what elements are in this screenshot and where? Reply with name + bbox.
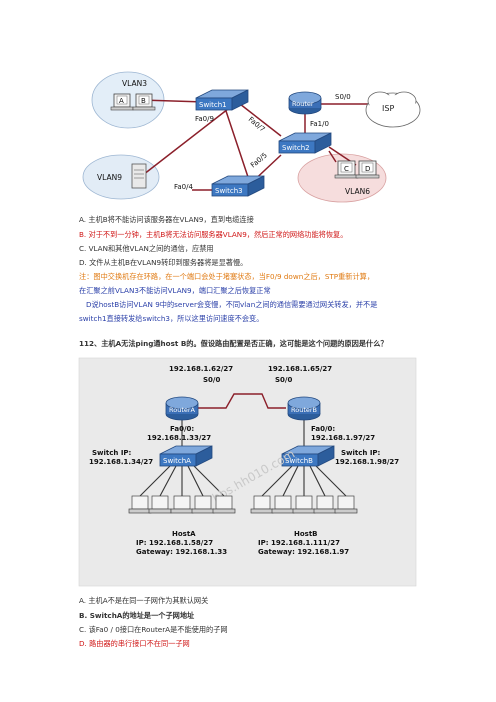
switch1-label: Switch1: [199, 101, 227, 109]
routerB-fa00-label: Fa0/0:: [311, 425, 335, 433]
routerA-fa00-label: Fa0/0:: [170, 425, 194, 433]
switchB-ip-label: Switch IP:: [341, 449, 381, 457]
routerA-s00-label: S0/0: [203, 376, 220, 384]
q1-answer-c: C. VLAN和其他VLAN之间的通信，应禁用: [79, 244, 214, 253]
q1-note-line3: D说hostB访问VLAN 9中的server会变慢，不同vlan之间的通信需要…: [86, 300, 378, 309]
host-c-icon: [334, 160, 359, 179]
hostA-ip: IP: 192.168.1.58/27: [136, 539, 213, 547]
port-fa07-label: Fa0/7: [247, 115, 267, 133]
network-diagram-1: ISP A B VLAN3 Switch1 Fa0/9 Fa0/7 Router…: [82, 71, 421, 203]
switchA-ip: 192.168.1.34/27: [89, 458, 153, 466]
vlan3-label: VLAN3: [122, 79, 147, 88]
switch2-label: Switch2: [282, 144, 310, 152]
port-s00-label: S0/0: [335, 93, 351, 101]
q1-answer-a: A. 主机B将不能访问该服务器在VLAN9，直到电缆连接: [79, 215, 254, 224]
switchA-ip-label: Switch IP:: [92, 449, 132, 457]
switchA-label: SwitchA: [163, 457, 191, 465]
host-a-label: A: [119, 97, 124, 105]
routerA-fa00-ip: 192.168.1.33/27: [147, 434, 211, 442]
q1-answer-d: D. 文件从主机B在VLAN9转印到服务器将是显著慢。: [79, 258, 248, 267]
routerB-label: RouterB: [291, 406, 317, 414]
hostA-gateway: Gateway: 192.168.1.33: [136, 548, 227, 556]
question-112: 112、主机A无法ping通host B的。假设路由配置是否正确，这可能是这个问…: [79, 339, 388, 348]
port-fa05-label: Fa0/5: [249, 151, 269, 169]
host-d-icon: [355, 160, 380, 179]
router-label: Router: [292, 100, 314, 108]
host-b-icon: [132, 93, 156, 111]
port-fa10-label: Fa1/0: [310, 120, 329, 128]
hostA-label: HostA: [172, 530, 196, 538]
q112-answer-b: B. SwitchA的地址是一个子网地址: [79, 611, 195, 620]
host-b-label: B: [141, 97, 146, 105]
router-icon: [288, 91, 322, 115]
vlan6-label: VLAN6: [345, 187, 370, 196]
isp-cloud: [365, 91, 421, 128]
port-fa09-label: Fa0/9: [195, 115, 214, 123]
hostB-ip: IP: 192.168.1.111/27: [258, 539, 340, 547]
switchB-icon: [281, 445, 335, 467]
network-links: [138, 99, 373, 191]
routerA-icon: [165, 396, 199, 421]
diagram2-links: [196, 393, 286, 409]
host-d-label: D: [365, 165, 370, 173]
q1-note-line1: 注：图中交换机存在环路，在一个端口会处于堵塞状态，当F0/9 down之后，ST…: [79, 272, 375, 281]
routerA-label: RouterA: [169, 406, 196, 414]
routerB-fa00-ip: 192.168.1.97/27: [311, 434, 375, 442]
hostB-pc-group: [250, 495, 358, 514]
q112-answer-a: A. 主机A不是在同一子网作为其默认网关: [79, 596, 209, 605]
switch3-label: Switch3: [215, 187, 243, 195]
switchA-icon: [159, 445, 213, 467]
switch2-icon: [278, 132, 332, 154]
q1-note-line2: 在汇聚之前VLAN3不能访问VLAN9，端口汇聚之后恢复正常: [79, 286, 271, 295]
routerA-s00-ip: 192.168.1.62/27: [169, 365, 233, 373]
diagram2-lan-links: [139, 420, 347, 497]
routerB-s00-label: S0/0: [275, 376, 292, 384]
q112-answer-c: C. 该Fa0 / 0接口在RouterA是不能使用的子网: [79, 625, 228, 634]
routerB-s00-ip: 192.168.1.65/27: [268, 365, 332, 373]
switch3-icon: [211, 175, 265, 197]
host-c-label: C: [344, 165, 349, 173]
isp-label: ISP: [382, 104, 394, 113]
hostB-label: HostB: [294, 530, 318, 538]
hostA-pc-group: [128, 495, 236, 514]
routerB-icon: [287, 396, 321, 421]
host-a-icon: [110, 93, 134, 111]
switchB-label: SwitchB: [285, 457, 313, 465]
vlan9-label: VLAN9: [97, 173, 122, 182]
network-diagram-2: 192.168.1.62/27 192.168.1.65/27 S0/0 S0/…: [78, 357, 417, 587]
diagram2-background: [78, 357, 417, 587]
q1-note-line4: switch1直接转发给switch3，所以这里访问速度不会变。: [79, 314, 264, 323]
port-fa04-label: Fa0/4: [174, 183, 193, 191]
switch1-icon: [195, 89, 249, 111]
q1-answer-b: B. 对于不到一分钟，主机B将无法访问服务器VLAN9，然后正常的网络功能将恢复…: [79, 230, 348, 239]
switchB-ip: 192.168.1.98/27: [335, 458, 399, 466]
hostB-gateway: Gateway: 192.168.1.97: [258, 548, 349, 556]
server-icon: [131, 163, 147, 189]
q112-answer-d: D. 路由器的串行接口不在同一子网: [79, 639, 190, 648]
